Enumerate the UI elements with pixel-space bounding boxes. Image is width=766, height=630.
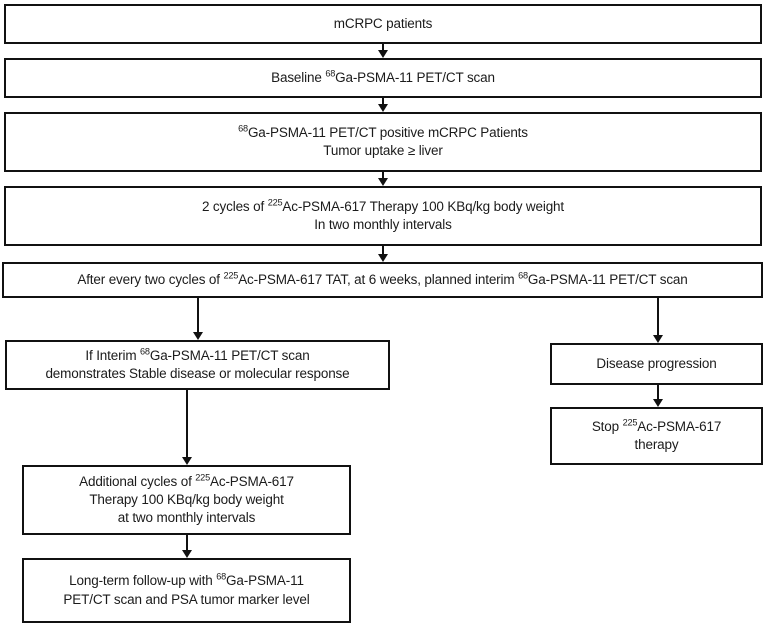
- isotope-superscript: 68: [216, 571, 227, 582]
- arrow-baseline-to-positive: [378, 98, 388, 112]
- node-stop-therapy: Stop 225Ac-PSMA-617 therapy: [550, 407, 763, 465]
- node-baseline-scan: Baseline 68Ga-PSMA-11 PET/CT scan: [4, 58, 762, 98]
- node-text-line: Baseline 68Ga-PSMA-11 PET/CT scan: [271, 68, 495, 85]
- isotope-superscript: 68: [238, 123, 248, 134]
- node-text-line: After every two cycles of 225Ac-PSMA-617…: [77, 270, 688, 287]
- node-text-line: Long-term follow-up with 68Ga-PSMA-11: [69, 571, 304, 589]
- node-text-line: Disease progression: [596, 355, 717, 371]
- node-text-line: mCRPC patients: [333, 15, 433, 31]
- node-disease-progression: Disease progression: [550, 343, 763, 385]
- isotope-superscript: 225: [622, 417, 638, 428]
- arrow-positive-to-two-cycles: [378, 172, 388, 186]
- node-two-cycles-therapy: 2 cycles of 225Ac-PSMA-617 Therapy 100 K…: [4, 186, 762, 246]
- node-text-line: 68Ga-PSMA-11 PET/CT positive mCRPC Patie…: [238, 123, 528, 140]
- arrow-stable-to-additional-cycles: [182, 390, 192, 465]
- isotope-superscript: 68: [325, 68, 336, 79]
- node-stable-or-response: If Interim 68Ga-PSMA-11 PET/CT scan demon…: [5, 340, 390, 390]
- isotope-superscript: 225: [195, 472, 210, 483]
- node-text-line: Therapy 100 KBq/kg body weight: [89, 491, 284, 507]
- node-text-line: therapy: [634, 437, 679, 452]
- node-text-line: 2 cycles of 225Ac-PSMA-617 Therapy 100 K…: [201, 197, 565, 214]
- node-interim-scan-plan: After every two cycles of 225Ac-PSMA-617…: [2, 262, 763, 298]
- arrow-progression-to-stop: [653, 385, 663, 407]
- node-text-line: at two monthly intervals: [117, 510, 256, 526]
- arrow-additional-to-followup: [182, 535, 192, 558]
- isotope-superscript: 68: [518, 270, 528, 281]
- arrow-interim-to-stable-branch: [193, 298, 203, 340]
- arrow-patients-to-baseline: [378, 44, 388, 58]
- node-text-line: Stop 225Ac-PSMA-617: [591, 417, 722, 434]
- node-text-line: If Interim 68Ga-PSMA-11 PET/CT scan: [85, 346, 310, 363]
- node-positive-patients: 68Ga-PSMA-11 PET/CT positive mCRPC Patie…: [4, 112, 762, 172]
- node-text-line: Tumor uptake ≥ liver: [323, 143, 443, 158]
- arrow-two-cycles-to-interim: [378, 246, 388, 262]
- isotope-superscript: 68: [140, 346, 150, 357]
- node-text-line: In two monthly intervals: [314, 217, 452, 232]
- isotope-superscript: 225: [267, 197, 283, 208]
- node-text-line: PET/CT scan and PSA tumor marker level: [63, 591, 310, 607]
- node-text-line: demonstrates Stable disease or molecular…: [45, 366, 350, 381]
- node-mcrpc-patients: mCRPC patients: [4, 4, 762, 44]
- node-text-line: Additional cycles of 225Ac-PSMA-617: [79, 472, 294, 489]
- arrow-interim-to-progression-branch: [653, 298, 663, 343]
- isotope-superscript: 225: [223, 270, 239, 281]
